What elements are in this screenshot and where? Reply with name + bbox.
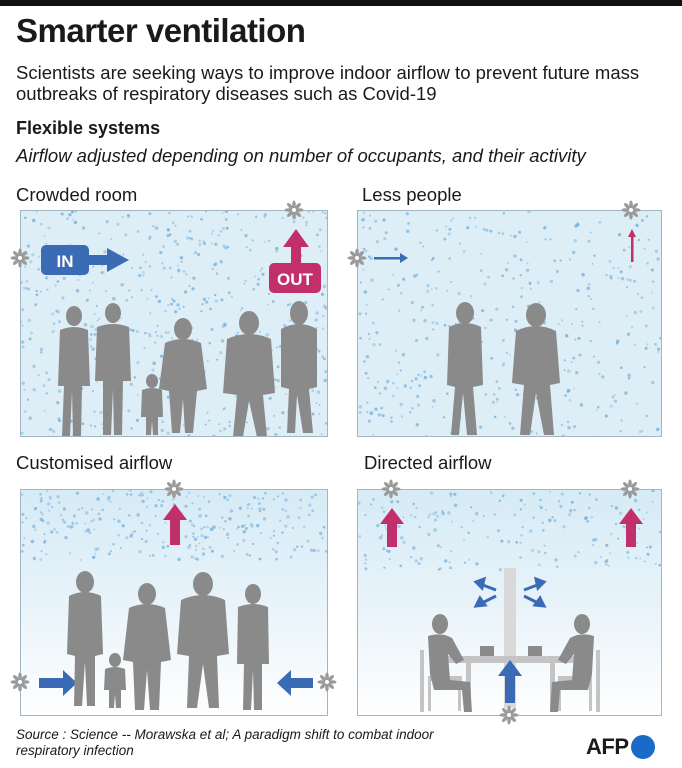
panel-label-customised: Customised airflow (16, 452, 173, 473)
page-subtitle: Scientists are seeking ways to improve i… (16, 62, 640, 104)
person-silhouette (159, 318, 207, 433)
in-arrow-right-icon (277, 670, 313, 696)
fan-icon (317, 672, 337, 692)
people-group (447, 302, 560, 435)
person-silhouette (223, 311, 275, 436)
page-title: Smarter ventilation (16, 12, 306, 49)
aerosol-particles (358, 211, 661, 436)
fan-icon (620, 479, 640, 499)
laptop-icon (528, 646, 542, 656)
afp-logo: AFP (586, 734, 655, 760)
fan-icon (284, 200, 304, 220)
in-arrow-left-icon (39, 670, 77, 696)
top-bar (0, 0, 682, 6)
person-silhouette (447, 302, 483, 435)
person-silhouette (141, 374, 163, 435)
person-silhouette-seated (428, 614, 472, 712)
out-arrow-icon (269, 229, 321, 293)
out-arrow-small-icon (628, 229, 636, 262)
logo-text: AFP (586, 734, 629, 759)
panel-crowded-room: IN OUT (20, 210, 328, 437)
in-arrow-up-icon (498, 660, 522, 703)
in-arrow-icon (41, 245, 129, 275)
person-silhouette (237, 584, 269, 710)
panel-directed-airflow (357, 489, 662, 716)
panel-label-crowded: Crowded room (16, 184, 138, 205)
in-label: IN (57, 252, 74, 271)
fan-icon (381, 479, 401, 499)
crowded-room-scene: IN OUT (21, 211, 327, 436)
fan-icon (10, 672, 30, 692)
person-silhouette (123, 583, 171, 710)
less-people-scene (358, 211, 661, 436)
logo-dot-icon (630, 735, 655, 759)
out-arrow-icon (163, 504, 187, 545)
person-silhouette (58, 306, 90, 436)
section-subtitle: Airflow adjusted depending on number of … (16, 145, 586, 166)
directed-airflow-scene (358, 490, 661, 715)
person-silhouette (281, 301, 317, 433)
out-label: OUT (277, 270, 314, 289)
fan-icon (621, 200, 641, 220)
panel-less-people (357, 210, 662, 437)
out-arrow-right-icon (619, 508, 643, 547)
source-note: Source : Science -- Morawska et al; A pa… (16, 727, 434, 758)
people-group (58, 301, 317, 436)
fan-icon (499, 705, 519, 725)
panel-label-less: Less people (362, 184, 462, 205)
aerosol-particles (358, 490, 661, 572)
panel-customised-airflow (20, 489, 328, 716)
person-silhouette (104, 653, 126, 708)
seated-people (428, 614, 594, 712)
fan-icon (10, 248, 30, 268)
people-group (67, 571, 269, 710)
out-arrow-left-icon (380, 508, 404, 547)
person-silhouette (95, 303, 131, 435)
fan-icon (347, 248, 367, 268)
panel-label-directed: Directed airflow (364, 452, 492, 473)
section-title: Flexible systems (16, 118, 161, 138)
in-arrow-small-icon (374, 253, 408, 263)
fan-icon (164, 479, 184, 499)
customised-airflow-scene (21, 490, 327, 715)
person-silhouette (67, 571, 103, 706)
person-silhouette (177, 572, 229, 708)
person-silhouette (512, 303, 560, 435)
person-silhouette-seated (550, 614, 594, 712)
laptop-icon (480, 646, 494, 656)
diffuser-arrows-icon (473, 576, 547, 608)
